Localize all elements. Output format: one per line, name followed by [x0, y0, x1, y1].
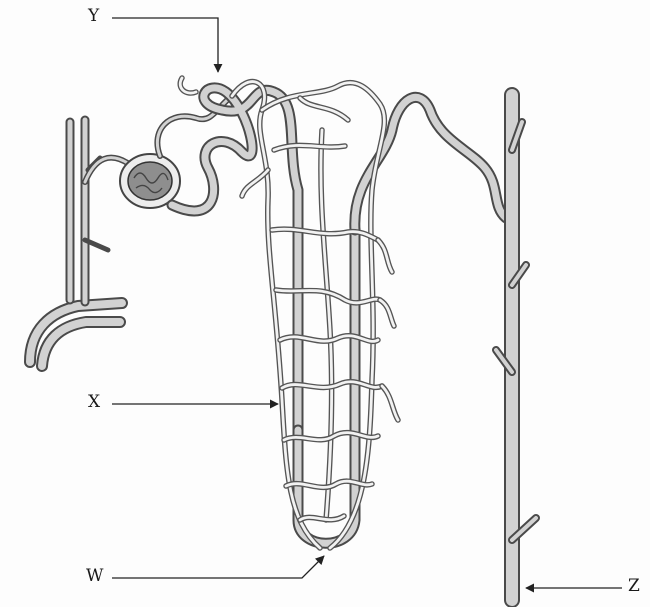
leader-w: [112, 556, 324, 578]
collecting-duct: [496, 95, 536, 600]
label-w: W: [86, 568, 103, 585]
label-z: Z: [628, 578, 640, 595]
leader-y: [112, 18, 218, 72]
label-x: X: [88, 394, 100, 411]
label-y: Y: [88, 8, 99, 25]
